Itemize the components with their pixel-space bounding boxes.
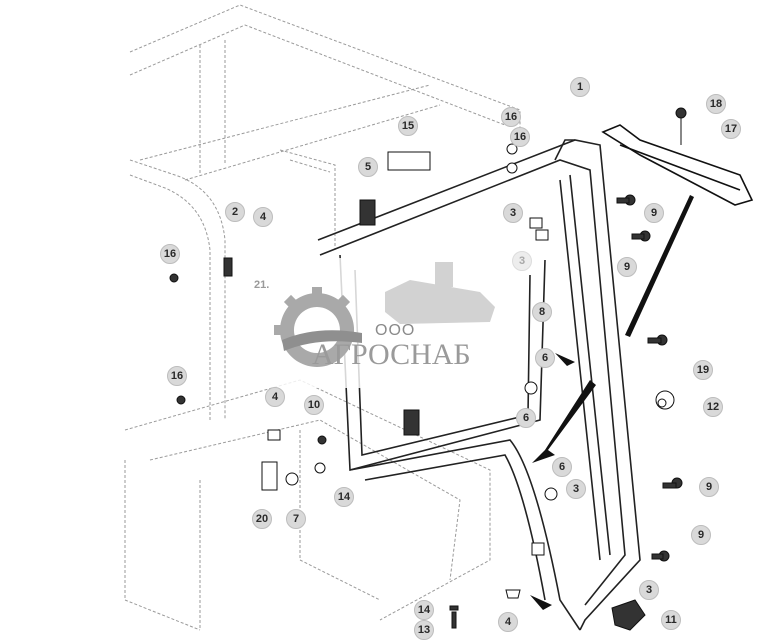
callout-part-20[interactable]: 20 (252, 509, 272, 529)
cab-frame-outline (124, 4, 521, 631)
callout-part-11[interactable]: 11 (661, 610, 681, 630)
callout-part-4[interactable]: 4 (253, 207, 273, 227)
watermark-prefix: ООО (375, 322, 416, 339)
callout-part-3[interactable]: 3 (639, 580, 659, 600)
combine-harvester-watermark-icon (385, 262, 495, 324)
callout-part-18[interactable]: 18 (706, 94, 726, 114)
callout-part-19[interactable]: 19 (693, 360, 713, 380)
callout-part-16[interactable]: 16 (510, 127, 530, 147)
callout-part-3[interactable]: 3 (566, 479, 586, 499)
callout-part-14[interactable]: 14 (414, 600, 434, 620)
callout-part-10[interactable]: 10 (304, 395, 324, 415)
stray-label: 21. (254, 279, 270, 291)
callout-part-16[interactable]: 16 (167, 366, 187, 386)
callout-part-8[interactable]: 8 (532, 302, 552, 322)
callout-part-4[interactable]: 4 (498, 612, 518, 632)
callout-part-14[interactable]: 14 (334, 487, 354, 507)
bracket-17 (601, 124, 754, 206)
callout-part-16[interactable]: 16 (160, 244, 180, 264)
callout-part-17[interactable]: 17 (721, 119, 741, 139)
callout-part-9[interactable]: 9 (644, 203, 664, 223)
callout-part-6[interactable]: 6 (516, 408, 536, 428)
callout-part-15[interactable]: 15 (398, 116, 418, 136)
callout-part-7[interactable]: 7 (286, 509, 306, 529)
arrows (530, 195, 694, 610)
callout-part-9[interactable]: 9 (699, 477, 719, 497)
callout-part-13[interactable]: 13 (414, 620, 434, 640)
callout-part-6[interactable]: 6 (535, 348, 555, 368)
callout-part-1[interactable]: 1 (570, 77, 590, 97)
callout-part-12[interactable]: 12 (703, 397, 723, 417)
callout-part-6[interactable]: 6 (552, 457, 572, 477)
callout-part-3[interactable]: 3 (503, 203, 523, 223)
callout-part-2[interactable]: 2 (225, 202, 245, 222)
callout-part-5[interactable]: 5 (358, 157, 378, 177)
callout-part-3[interactable]: 3 (512, 251, 532, 271)
gear-logo-icon (274, 287, 362, 367)
callout-part-16[interactable]: 16 (501, 107, 521, 127)
callout-part-9[interactable]: 9 (617, 257, 637, 277)
watermark-brand: АГРОСНАБ (312, 338, 471, 371)
fasteners (169, 107, 687, 631)
callout-part-4[interactable]: 4 (265, 387, 285, 407)
callout-part-9[interactable]: 9 (691, 525, 711, 545)
